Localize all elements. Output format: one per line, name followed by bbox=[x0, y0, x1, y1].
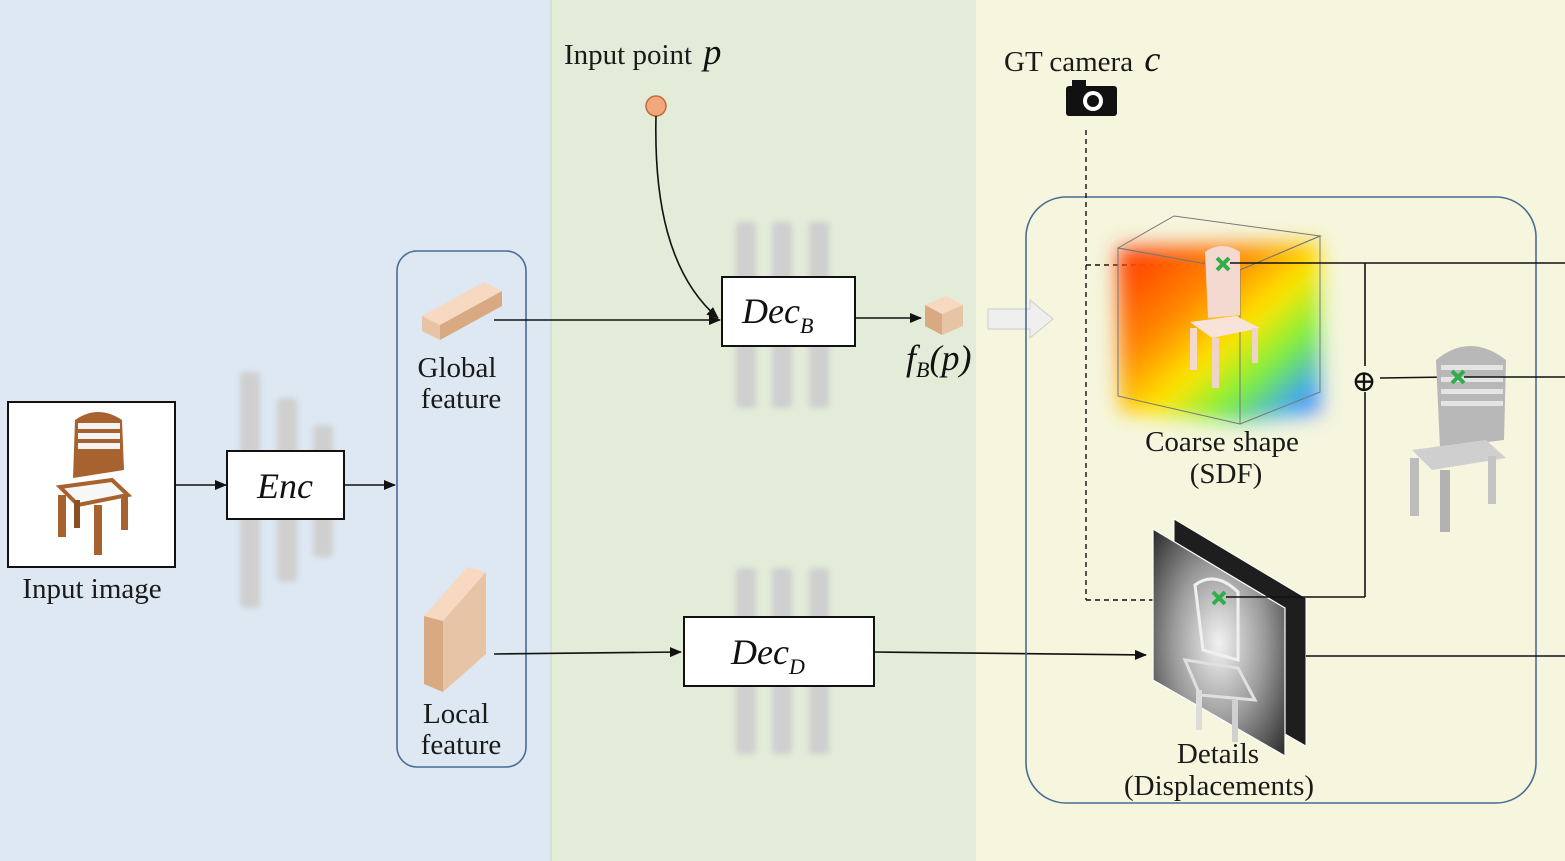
input-point-marker bbox=[645, 95, 667, 117]
encoder-label: Enc bbox=[256, 466, 313, 506]
decoder-d-block: DecD bbox=[683, 616, 875, 687]
chair-color-thumbnail bbox=[55, 412, 133, 555]
camera-icon bbox=[1066, 80, 1117, 116]
global-feature-icon bbox=[422, 282, 502, 340]
sample-marker-refined bbox=[1450, 369, 1466, 385]
local-feature-label-2: feature bbox=[421, 729, 502, 761]
decoder-b-label: DecB bbox=[741, 291, 813, 338]
global-feature-label-1: Global bbox=[418, 352, 497, 384]
gt-camera-label: GT camera c bbox=[1004, 39, 1160, 79]
sample-marker-coarse bbox=[1215, 256, 1231, 272]
decoder-d-label: DecD bbox=[730, 632, 805, 679]
render-group bbox=[1025, 196, 1537, 804]
global-feature-label-2: feature bbox=[421, 383, 502, 415]
coarse-shape-label-1: Coarse shape bbox=[1145, 426, 1299, 458]
flow-arrow-icon bbox=[987, 298, 1054, 340]
base-feature-label: fB(p) bbox=[906, 338, 971, 382]
encoder-block: Enc bbox=[226, 450, 345, 520]
displacement-maps bbox=[1152, 518, 1307, 758]
input-point-label: Input point p bbox=[564, 32, 721, 72]
coarse-shape-label-2: (SDF) bbox=[1190, 458, 1263, 490]
details-label-2: (Displacements) bbox=[1124, 770, 1314, 802]
decoder-panel bbox=[551, 0, 976, 861]
add-operator: ⊕ bbox=[1351, 365, 1376, 398]
input-image: Input image bbox=[7, 401, 176, 605]
local-feature-label-1: Local bbox=[423, 698, 489, 730]
coarse-sdf-volume bbox=[1116, 215, 1322, 425]
chair-coarse-icon bbox=[1190, 246, 1260, 388]
base-feature-cube-icon bbox=[925, 296, 963, 335]
details-label-1: Details bbox=[1177, 738, 1259, 770]
feature-group bbox=[396, 250, 527, 768]
local-feature-icon bbox=[424, 567, 486, 692]
decoder-b-block: DecB bbox=[721, 276, 856, 347]
sample-marker-details bbox=[1211, 590, 1227, 606]
input-image-label: Input image bbox=[22, 573, 161, 605]
